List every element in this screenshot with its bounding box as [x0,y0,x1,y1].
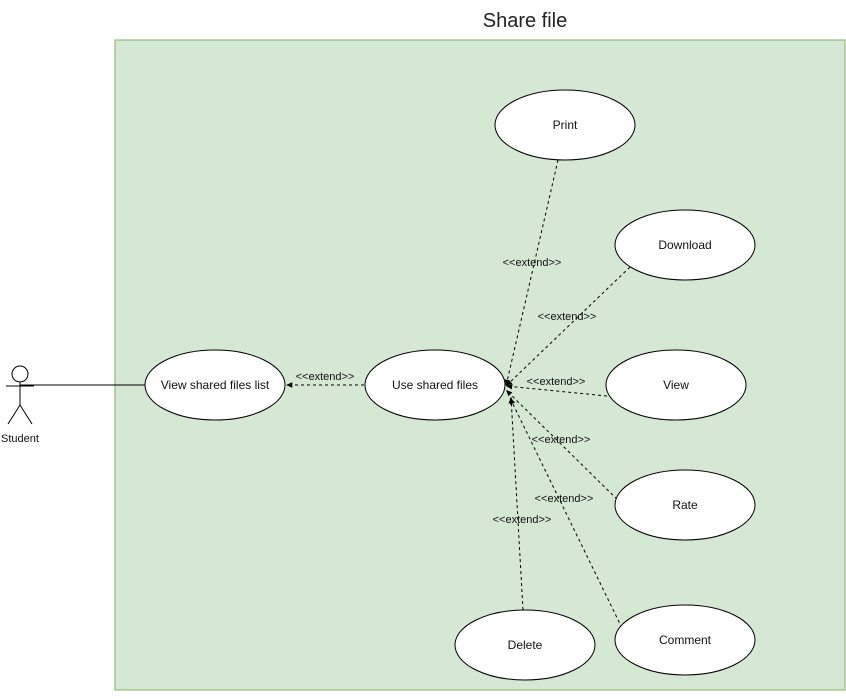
use-case-shape [605,349,747,421]
extend-label-print: <<extend>> [503,257,562,269]
use-case-shape [454,609,596,681]
use-case-label: Download [658,238,711,252]
use-case-view-shared-files-list[interactable]: View shared files list [144,349,286,421]
use-case-delete[interactable]: Delete [454,609,596,681]
use-case-label: Comment [659,633,712,647]
use-case-label: View shared files list [161,378,270,392]
extend-label-delete: <<extend>> [493,514,552,526]
use-case-view[interactable]: View [605,349,747,421]
extend-edge-view [505,383,608,397]
extend-edge-print [504,159,559,387]
use-case-label: View [663,378,689,392]
diagram-title: Share file [483,10,568,32]
extend-label-download: <<extend>> [538,311,597,323]
use-case-shape [614,469,756,541]
use-case-shape [614,209,756,281]
extend-edge-comment [509,397,623,629]
extend-label-rate: <<extend>> [532,434,591,446]
use-case-download[interactable]: Download [614,209,756,281]
actor-label: Student [1,433,39,445]
extend-edge-download [505,266,631,387]
use-case-shape [144,349,286,421]
actor-head [11,365,29,383]
actor-right-leg [19,404,33,425]
use-case-label: Print [553,118,578,132]
use-case-shape [614,604,756,676]
actor-student[interactable]: Student [1,365,39,445]
actor-left-leg [7,404,21,425]
use-case-label: Use shared files [392,378,478,392]
use-case-print[interactable]: Print [494,89,636,161]
use-case-comment[interactable]: Comment [614,604,756,676]
extend-label-comment: <<extend>> [535,493,594,505]
extend-label-use-to-list: <<extend>> [296,371,355,383]
use-case-label: Rate [672,498,698,512]
use-case-rate[interactable]: Rate [614,469,756,541]
use-case-label: Delete [508,638,543,652]
extend-label-view: <<extend>> [527,376,586,388]
use-case-shape [494,89,636,161]
use-case-shape [364,349,506,421]
extend-edge-rate [505,389,631,513]
use-case-use-shared-files[interactable]: Use shared files [364,349,506,421]
